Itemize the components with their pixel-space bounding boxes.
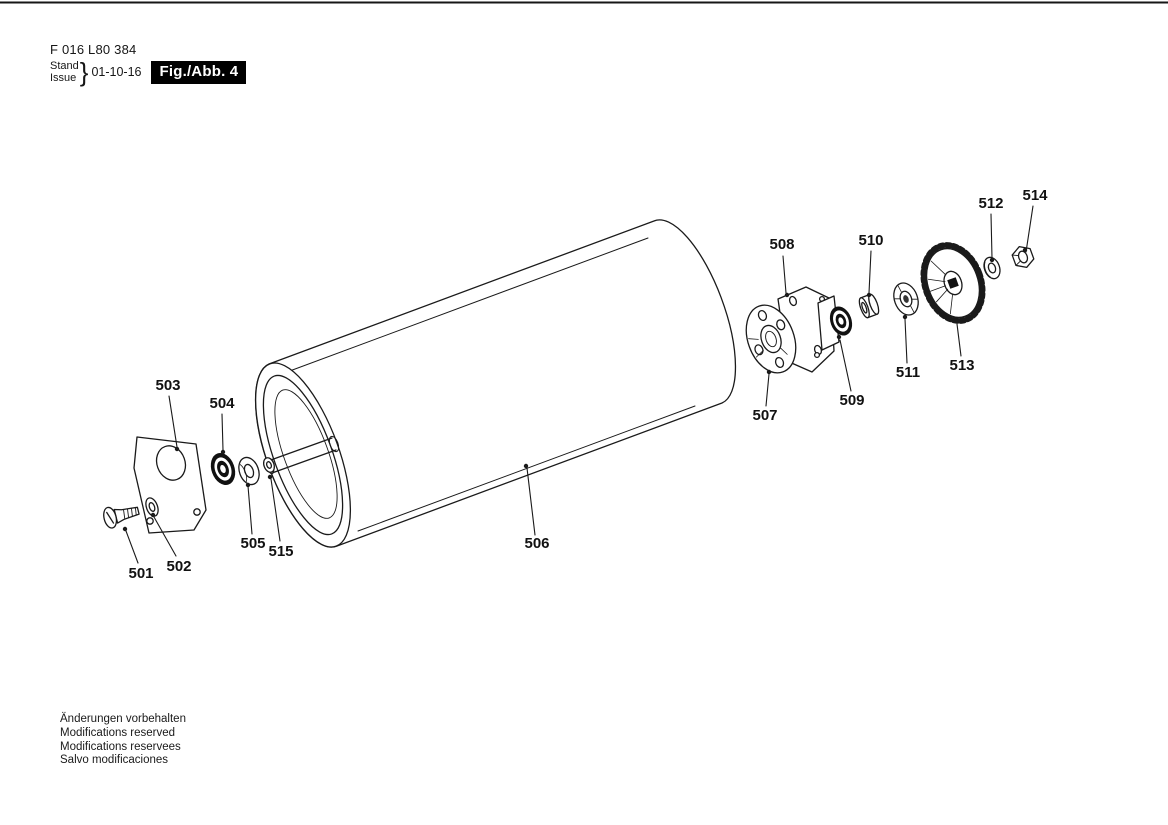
part-509-bearing-assembly: [817, 295, 853, 351]
part-513-sprocket: [920, 242, 986, 324]
part-label-509: 509: [839, 392, 864, 409]
part-label-513: 513: [949, 357, 974, 374]
part-label-506: 506: [524, 535, 549, 552]
figure-label-badge: Fig./Abb. 4: [151, 60, 247, 84]
leader-lines: [122, 205, 1034, 564]
part-label-504: 504: [209, 395, 235, 412]
diagram-artwork: [103, 205, 1035, 564]
issue-row: Stand Issue } 01-10-16 Fig./Abb. 4: [50, 57, 247, 87]
part-512-washer: [983, 256, 1001, 280]
part-503-end-plate: [133, 436, 207, 534]
part-label-508: 508: [769, 236, 794, 253]
issue-label: Issue: [50, 72, 77, 84]
part-label-514: 514: [1022, 187, 1048, 204]
brace-glyph: }: [79, 57, 89, 87]
part-label-515: 515: [268, 543, 293, 560]
part-label-503: 503: [155, 377, 180, 394]
part-label-507: 507: [752, 407, 777, 424]
part-502-washer: [145, 497, 159, 517]
part-labels: 501 502 503 504 505 506 507 508 509 510 …: [128, 187, 1048, 582]
part-515-clip: [262, 457, 276, 473]
part-510-spacer-bush: [858, 293, 880, 319]
part-label-502: 502: [166, 558, 191, 575]
part-504-bearing: [210, 453, 236, 485]
part-507-flange: [745, 304, 797, 374]
part-511-hub-washer: [893, 282, 919, 316]
notice-line-fr: Modifications reservees: [60, 740, 181, 753]
part-506-roller-drum: [254, 219, 737, 548]
part-label-510: 510: [858, 232, 883, 249]
notice-line-de: Änderungen vorbehalten: [60, 713, 186, 725]
document-header: F 016 L80 384 Stand Issue } 01-10-16 Fig…: [50, 42, 247, 87]
part-505-seal-washer: [238, 456, 260, 486]
part-501-screw: [103, 506, 140, 529]
part-514-nut: [1011, 246, 1035, 268]
part-label-512: 512: [978, 195, 1003, 212]
part-label-501: 501: [128, 565, 153, 582]
part-label-511: 511: [896, 364, 920, 381]
notice-line-es: Salvo modificaciones: [60, 754, 169, 767]
modifications-notice: Änderungen vorbehalten Modifications res…: [60, 713, 186, 768]
stand-label: Stand: [50, 60, 79, 72]
issue-date: 01-10-16: [91, 65, 142, 79]
issue-labels: Stand Issue: [50, 60, 79, 84]
part-label-505: 505: [240, 535, 265, 552]
document-number: F 016 L80 384: [50, 42, 137, 57]
notice-line-en: Modifications reserved: [60, 726, 176, 739]
